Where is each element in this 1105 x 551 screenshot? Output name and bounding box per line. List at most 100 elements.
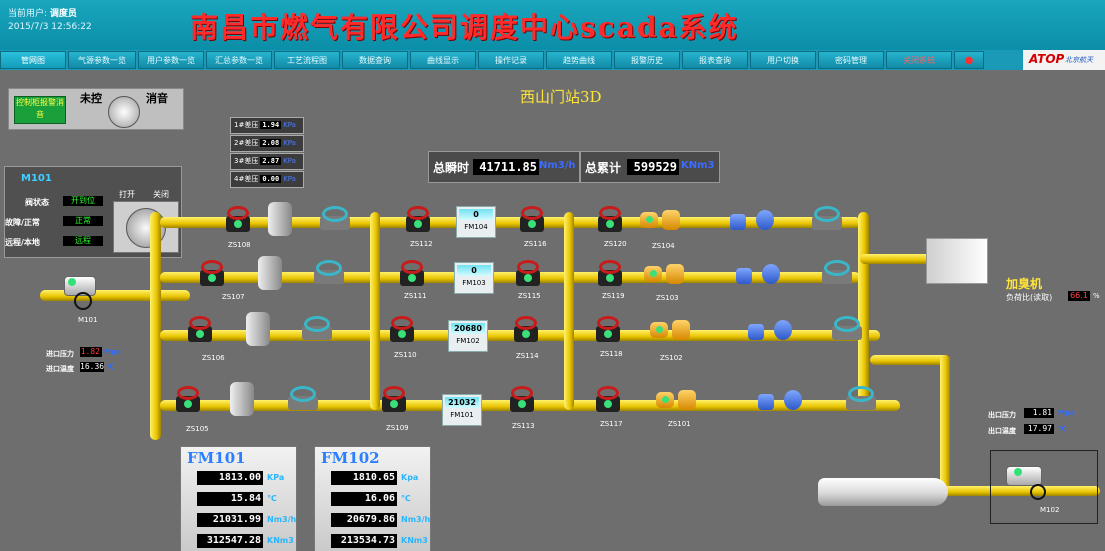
fm102-flow-unit: Nm3/h xyxy=(401,515,431,524)
orange-valve-part-icon xyxy=(662,210,680,230)
red-valve-part-icon xyxy=(521,206,543,220)
red-valve-part-icon xyxy=(208,274,216,282)
inlet-pressure-unit: Mpa xyxy=(104,348,121,356)
inlet-temp-value: 16.36 xyxy=(80,362,105,372)
nav-gas-source-params[interactable]: 气源参数一览 xyxy=(68,51,136,69)
total-cumulative-box: 总累计 599529 KNm3 xyxy=(580,151,720,183)
total-instant-box: 总瞬时 41711.85 Nm3/h xyxy=(428,151,580,183)
odorizer-ratio-value: 66.1 xyxy=(1068,291,1090,301)
m101-valve-panel: M101 阀状态 开到位 故障/正常 正常 远程/本地 远程 打开 关闭 xyxy=(4,166,182,258)
teal-valve-part-icon xyxy=(814,206,840,222)
red-valve-part-icon xyxy=(408,274,416,282)
gray-valve-part-icon xyxy=(268,202,292,236)
tag-zs108: ZS108 xyxy=(228,241,251,249)
fault-label: 故障/正常 xyxy=(5,218,40,227)
logo: ATOP 北京航天 xyxy=(1023,50,1105,70)
nav-close-system[interactable]: 关闭系统 xyxy=(886,51,952,69)
nav-user-params[interactable]: 用户参数一览 xyxy=(138,51,204,69)
red-valve-part-icon xyxy=(196,330,204,338)
total-instant-unit: Nm3/h xyxy=(539,160,576,171)
nav-summary-params[interactable]: 汇总参数一览 xyxy=(206,51,272,69)
nav-trend-curve[interactable]: 趋势曲线 xyxy=(546,51,612,69)
nav-report-query[interactable]: 报表查询 xyxy=(682,51,748,69)
meter-value: 0 xyxy=(459,209,493,220)
nav-process-flow[interactable]: 工艺流程图 xyxy=(274,51,340,69)
status-led-icon xyxy=(1014,468,1022,476)
tag-zs109: ZS109 xyxy=(386,424,409,432)
system-title: 南昌市燃气有限公司调度中心scada系统 xyxy=(190,11,739,44)
red-valve-part-icon xyxy=(604,330,612,338)
m101-actuator[interactable] xyxy=(60,272,100,310)
red-valve-part-icon xyxy=(177,386,199,400)
outlet-reducer xyxy=(818,478,948,506)
red-valve-part-icon xyxy=(407,206,429,220)
m101-title: M101 xyxy=(21,173,52,184)
flow-meter-fm104[interactable]: 0 FM104 xyxy=(456,206,496,238)
valve-state-label: 阀状态 xyxy=(25,198,49,207)
odorizer-ratio-label: 负荷比(读取) xyxy=(1006,293,1053,302)
red-valve-part-icon xyxy=(522,330,530,338)
open-close-switch[interactable] xyxy=(113,201,179,253)
meter-tag: FM101 xyxy=(450,411,474,419)
orange-valve-part-icon xyxy=(656,326,663,333)
flow-meter-fm101[interactable]: 21032 FM101 xyxy=(442,394,482,426)
red-valve-part-icon xyxy=(511,386,533,400)
mode-label: 远程/本地 xyxy=(5,238,40,247)
red-valve-part-icon xyxy=(515,316,537,330)
tag-zs106: ZS106 xyxy=(202,354,225,362)
logo-text: ATOP xyxy=(1029,52,1065,66)
dp-value: 2.08 xyxy=(260,139,282,147)
handwheel-icon xyxy=(74,292,92,310)
flow-meter-fm102[interactable]: 20680 FM102 xyxy=(448,320,488,352)
teal-valve-part-icon xyxy=(824,260,850,276)
outlet-pipe-h1 xyxy=(870,355,950,365)
tag-zs116: ZS116 xyxy=(524,240,547,248)
m102-actuator[interactable] xyxy=(1004,462,1046,500)
outlet-pressure-label: 出口压力 xyxy=(988,411,1016,419)
gray-valve-part-icon xyxy=(246,312,270,346)
dp-value: 1.94 xyxy=(260,121,282,129)
red-valve-part-icon xyxy=(597,316,619,330)
meter-value: 0 xyxy=(457,265,491,276)
user-icon[interactable]: ● xyxy=(954,51,984,69)
nav-user-switch[interactable]: 用户切换 xyxy=(750,51,816,69)
flow-meter-fm103[interactable]: 0 FM103 xyxy=(454,262,494,294)
nav-network-map[interactable]: 管网图 xyxy=(0,51,66,69)
nav-curve-display[interactable]: 曲线显示 xyxy=(410,51,476,69)
orange-valve-part-icon xyxy=(646,216,653,223)
blue-valve-part-icon xyxy=(784,390,802,410)
m101-tag: M101 xyxy=(78,316,98,324)
red-valve-part-icon xyxy=(227,206,249,220)
alarm-silence-button[interactable]: 控制柜报警消音 xyxy=(14,96,66,124)
nav-alarm-history[interactable]: 报警历史 xyxy=(614,51,680,69)
nav-operation-log[interactable]: 操作记录 xyxy=(478,51,544,69)
control-knob[interactable] xyxy=(108,96,140,128)
meter-tag: FM103 xyxy=(462,279,486,287)
user-info: 当前用户: 调度员 2015/7/3 12:56:22 xyxy=(8,8,92,34)
nav-data-query[interactable]: 数据查询 xyxy=(342,51,408,69)
blue-valve-part-icon xyxy=(774,320,792,340)
tag-zs114: ZS114 xyxy=(516,352,539,360)
red-valve-part-icon xyxy=(414,220,422,228)
odorizer-unit[interactable] xyxy=(926,238,988,284)
tag-zs112: ZS112 xyxy=(410,240,433,248)
tag-zs113: ZS113 xyxy=(512,422,535,430)
fm102-pressure-unit: Kpa xyxy=(401,473,419,482)
outlet-pressure-unit: Mpa xyxy=(1058,409,1075,417)
dp-unit: KPa xyxy=(283,175,296,183)
actuator-icon xyxy=(1006,466,1042,486)
local-control-label: 未控 xyxy=(80,92,102,105)
fm102-total: 213534.73 xyxy=(331,534,397,548)
inlet-pressure-value: 1.82 xyxy=(80,347,102,357)
fm102-pressure: 1810.65 xyxy=(331,471,397,485)
fault-value: 正常 xyxy=(63,216,103,226)
fm101-pressure: 1813.00 xyxy=(197,471,263,485)
tag-zs118: ZS118 xyxy=(600,350,623,358)
nav-password-manage[interactable]: 密码管理 xyxy=(818,51,884,69)
blue-valve-part-icon xyxy=(736,268,752,284)
red-valve-part-icon xyxy=(604,400,612,408)
red-valve-part-icon xyxy=(201,260,223,274)
